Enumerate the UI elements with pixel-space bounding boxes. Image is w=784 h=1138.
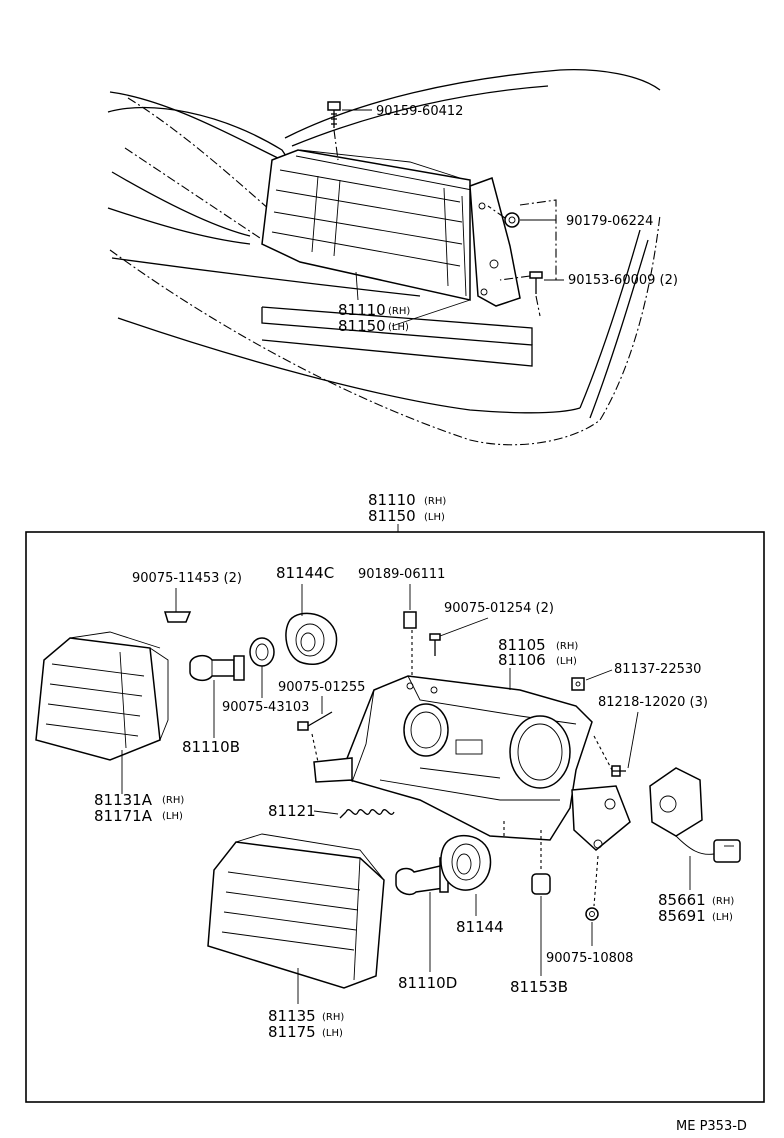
label-85661-suffix: (RH) — [712, 896, 734, 907]
screw-90153-60009-icon — [529, 271, 543, 294]
headlamp-unit-top-view — [261, 149, 521, 307]
label-85661: 85661 — [658, 891, 706, 909]
label-81106-suffix: (LH) — [556, 656, 577, 667]
label-top-assembly-rh-suffix: (RH) — [388, 306, 410, 317]
label-exploded-assembly-lh-suffix: (LH) — [424, 512, 445, 523]
label-85691-suffix: (LH) — [712, 912, 733, 923]
label-85691: 85691 — [658, 907, 706, 925]
bolt-90159-60412-icon — [327, 101, 341, 128]
label-90075-11453: 90075-11453 (2) — [132, 571, 242, 586]
screw-81218-12020-icon — [611, 765, 626, 777]
label-81106: 81106 — [498, 651, 546, 669]
label-81105-suffix: (RH) — [556, 641, 578, 652]
clip-81137-22530-icon — [571, 677, 585, 691]
socket-90075-43103-icon — [249, 637, 275, 667]
label-90075-01255: 90075-01255 — [278, 680, 365, 695]
bulb-81110B-icon — [189, 654, 245, 682]
label-81131A: 81131A — [94, 791, 153, 809]
label-81175-suffix: (LH) — [322, 1028, 343, 1039]
headlamp-housing-81105-icon — [313, 675, 631, 851]
label-81137-22530: 81137-22530 — [614, 662, 701, 677]
label-90075-10808: 90075-10808 — [546, 951, 633, 966]
headlamp-lens-81135-icon — [207, 833, 385, 989]
screw-90075-01254-icon — [429, 633, 441, 656]
label-nut-90179-06224: 90179-06224 — [566, 214, 653, 229]
socket-81144C-icon — [285, 612, 338, 665]
label-81175: 81175 — [268, 1023, 316, 1041]
label-screw-90153-60009: 90153-60009 (2) — [568, 273, 678, 288]
label-90075-43103: 90075-43103 — [222, 700, 309, 715]
label-81121: 81121 — [268, 802, 316, 820]
side-lamp-81131A-icon — [35, 631, 169, 761]
label-90189-06111: 90189-06111 — [358, 567, 445, 582]
label-81131A-suffix: (RH) — [162, 795, 184, 806]
cap-81153B-icon — [531, 873, 551, 895]
label-exploded-assembly-rh: 81110 — [368, 491, 416, 509]
nut-90179-06224-icon — [504, 212, 520, 228]
label-81144C: 81144C — [276, 564, 334, 582]
label-top-assembly-rh: 81110 — [338, 301, 386, 319]
label-top-assembly-lh: 81150 — [338, 317, 386, 335]
label-81105: 81105 — [498, 636, 546, 654]
clip-90189-06111-icon — [403, 611, 417, 629]
label-81110D: 81110D — [398, 974, 457, 992]
label-81135-suffix: (RH) — [322, 1012, 344, 1023]
leveling-motor-85661-icon — [649, 767, 741, 863]
label-81110B: 81110B — [182, 738, 240, 756]
label-top-assembly-lh-suffix: (LH) — [388, 322, 409, 333]
label-exploded-assembly-rh-suffix: (RH) — [424, 496, 446, 507]
exploded-view-frame — [25, 531, 765, 1103]
label-81135: 81135 — [268, 1007, 316, 1025]
page-code: ME P353-D — [676, 1119, 747, 1134]
label-81171A-suffix: (LH) — [162, 811, 183, 822]
label-90075-01254: 90075-01254 (2) — [444, 601, 554, 616]
label-81153B: 81153B — [510, 978, 568, 996]
clip-90075-11453-icon — [163, 600, 192, 623]
label-81218-12020: 81218-12020 (3) — [598, 695, 708, 710]
label-bolt-90159-60412: 90159-60412 — [376, 104, 463, 119]
spring-81121-icon — [339, 809, 395, 819]
socket-81144-icon — [440, 834, 492, 891]
label-exploded-assembly-lh: 81150 — [368, 507, 416, 525]
screw-90075-01255-icon — [297, 711, 333, 731]
vehicle-front-corner-view — [107, 69, 661, 446]
label-81144: 81144 — [456, 918, 504, 936]
label-81171A: 81171A — [94, 807, 153, 825]
nut-90075-10808-icon — [585, 907, 599, 921]
